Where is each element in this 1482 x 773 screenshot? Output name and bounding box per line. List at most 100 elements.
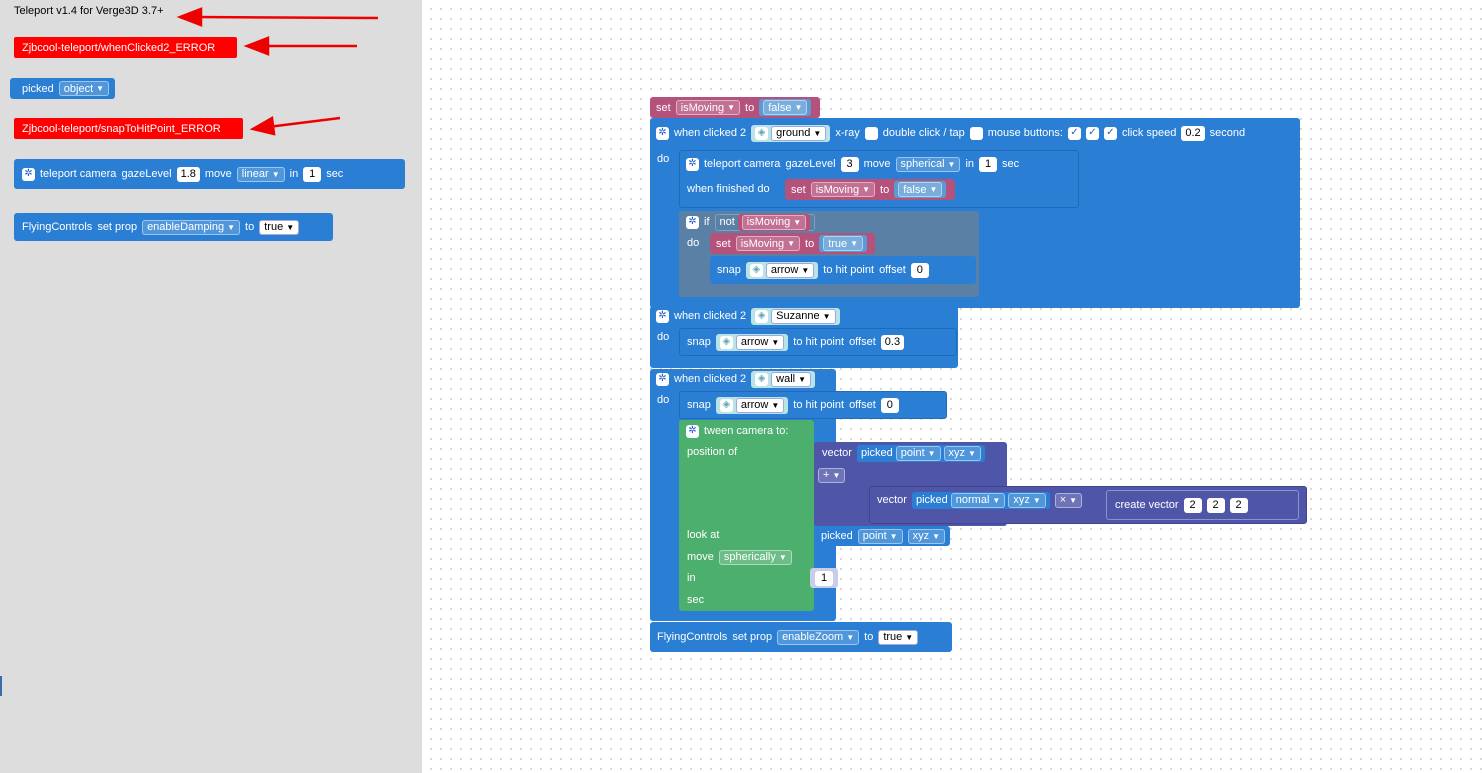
duration-input[interactable]: 1 [815,570,833,586]
snap-label: snap [687,336,711,348]
chevron-down-icon: ▼ [992,495,1001,505]
fc-setprop-label: set prop [732,631,773,643]
bool-dropdown[interactable]: true▼ [259,219,300,235]
move-mode-dropdown[interactable]: spherically▼ [718,549,792,565]
vector-x-input[interactable]: 2 [1183,497,1202,513]
picked-block[interactable]: picked point▼ xyz▼ [856,444,985,462]
double-click-checkbox[interactable]: ✓ [969,126,983,140]
variable-get-block[interactable]: isMoving▼ [737,213,811,231]
operator-dropdown[interactable]: +▼ [818,467,846,483]
error-block-when-clicked[interactable]: Zjbcool-teleport/whenClicked2_ERROR [14,37,237,58]
vector-z-input[interactable]: 2 [1229,497,1248,513]
bool-block[interactable]: false▼ [759,99,812,116]
object-dropdown[interactable]: arrow▼ [735,397,785,413]
mouse-button-checkbox-1[interactable]: ✓ [1067,126,1081,140]
gear-icon[interactable]: ✲ [656,126,669,140]
set-variable-block[interactable]: set isMoving▼ to false▼ [650,97,820,118]
object-dropdown[interactable]: ground▼ [771,125,827,141]
property-dropdown[interactable]: enableDamping▼ [142,219,241,235]
move-mode-dropdown[interactable]: spherical▼ [895,156,961,172]
teleport-camera-block[interactable]: ✲ teleport camera gazeLevel 1.8 move lin… [14,159,405,189]
set-variable-block[interactable]: set isMoving▼ to true▼ [710,233,875,254]
picked-block[interactable]: picked point▼ xyz▼ [814,526,950,546]
picked-type-dropdown[interactable]: point▼ [857,528,903,544]
gear-icon[interactable]: ✲ [686,424,699,438]
snap-label: snap [717,264,741,276]
tween-header: ✲ tween camera to: [686,422,788,440]
object-dropdown[interactable]: arrow▼ [765,262,815,278]
object-block[interactable]: ◈ ground▼ [751,124,831,142]
flyout-edge-marker [0,676,2,696]
snap-block[interactable]: snap ◈ arrow▼ to hit point offset 0.3 [679,328,957,356]
variable-dropdown[interactable]: isMoving▼ [735,236,801,251]
chevron-down-icon: ▼ [889,531,898,541]
mouse-button-checkbox-3[interactable]: ✓ [1103,126,1117,140]
operator-dropdown[interactable]: ×▼ [1054,492,1083,508]
tween-camera-block[interactable] [679,420,814,611]
gear-icon[interactable]: ✲ [656,372,669,386]
gaze-level-input[interactable]: 1.8 [176,166,200,182]
xyz-dropdown[interactable]: xyz▼ [943,445,981,461]
not-block[interactable]: not isMoving▼ [714,213,816,231]
object-block[interactable]: ◈ wall▼ [751,370,816,388]
variable-dropdown[interactable]: isMoving▼ [675,100,741,115]
toolbox-title: Teleport v1.4 for Verge3D 3.7+ [14,5,164,17]
object-block[interactable]: ◈ arrow▼ [715,333,789,351]
flying-controls-block[interactable]: FlyingControls set prop enableDamping▼ t… [14,213,333,241]
duration-input[interactable]: 1 [979,156,998,172]
object-dropdown[interactable]: arrow▼ [735,334,785,350]
bool-block[interactable]: true▼ [819,235,868,252]
to-label: to [805,237,815,250]
property-dropdown[interactable]: enableZoom▼ [777,629,860,645]
number-block[interactable]: 1 [810,568,838,588]
tp-move-label: move [863,158,891,170]
double-click-label: double click / tap [882,127,965,139]
gaze-level-input[interactable]: 3 [840,156,859,172]
offset-input[interactable]: 0 [880,397,899,413]
snap-block[interactable]: snap ◈ arrow▼ to hit point offset 0 [679,391,947,419]
offset-input[interactable]: 0.3 [880,334,905,350]
object-block[interactable]: ◈ arrow▼ [745,261,819,279]
chevron-down-icon: ▼ [794,103,803,112]
flying-controls-block[interactable]: FlyingControls set prop enableZoom▼ to t… [650,622,952,652]
mouse-buttons-label: mouse buttons: [987,127,1063,139]
gear-icon[interactable]: ✲ [22,167,35,181]
set-variable-block[interactable]: set isMoving▼ to false▼ [785,179,955,200]
mouse-button-checkbox-2[interactable]: ✓ [1085,126,1099,140]
object-dropdown[interactable]: Suzanne▼ [771,308,836,324]
chevron-down-icon: ▼ [798,374,807,384]
fc-to-label: to [245,221,255,233]
gear-icon[interactable]: ✲ [656,309,669,323]
bool-block[interactable]: false▼ [894,181,947,198]
fc-setprop-label: set prop [97,221,138,233]
tween-move-row: move spherically▼ [687,548,792,566]
gear-icon[interactable]: ✲ [686,157,699,171]
picked-type-dropdown[interactable]: normal▼ [950,492,1006,508]
blockly-workspace[interactable] [422,0,1482,773]
picked-object-block[interactable]: picked object▼ [10,78,116,99]
picked-type-dropdown[interactable]: object▼ [58,81,110,96]
duration-input[interactable]: 1 [303,166,322,182]
snap-block[interactable]: snap ◈ arrow▼ to hit point offset 0 [710,256,976,284]
chevron-down-icon: ▼ [932,531,940,541]
move-mode-dropdown[interactable]: linear▼ [236,166,285,182]
error-block-label: Zjbcool-teleport/snapToHitPoint_ERROR [22,122,221,135]
error-block-snap[interactable]: Zjbcool-teleport/snapToHitPoint_ERROR [14,118,243,139]
bool-dropdown[interactable]: true▼ [878,629,919,645]
object-dropdown[interactable]: wall▼ [771,371,812,387]
tp-sec-label: sec [1002,158,1020,170]
picked-type-dropdown[interactable]: point▼ [895,445,941,461]
xray-checkbox[interactable]: ✓ [864,126,878,140]
picked-block[interactable]: picked normal▼ xyz▼ [911,491,1050,509]
xyz-dropdown[interactable]: xyz▼ [907,528,945,544]
xyz-dropdown[interactable]: xyz▼ [1008,492,1046,508]
create-vector-block[interactable]: create vector 2 2 2 [1106,490,1299,520]
offset-input[interactable]: 0 [910,262,929,278]
object-block[interactable]: ◈ arrow▼ [715,396,789,414]
variable-dropdown[interactable]: isMoving▼ [810,182,876,197]
click-speed-input[interactable]: 0.2 [1181,125,1205,141]
when-clicked-label: when clicked 2 [674,373,747,385]
vector-y-input[interactable]: 2 [1206,497,1225,513]
gear-icon[interactable]: ✲ [686,215,699,229]
object-block[interactable]: ◈ Suzanne▼ [751,307,840,325]
